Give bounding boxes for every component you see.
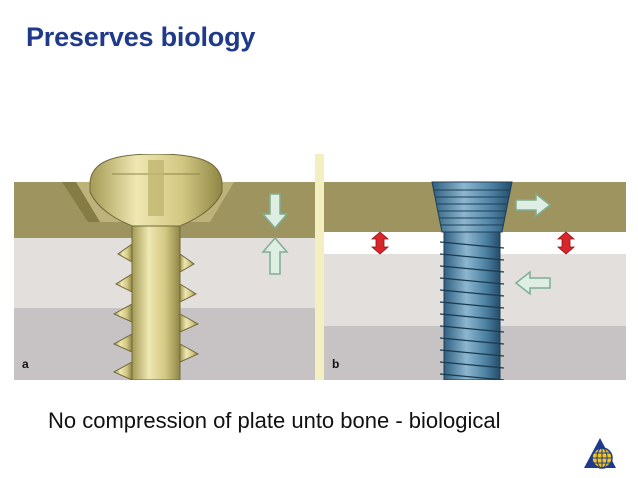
compression-arrows-green — [261, 193, 289, 275]
panel-b: b — [324, 154, 626, 380]
panel-a-label: a — [22, 357, 29, 371]
screw-diagram: a — [14, 154, 626, 380]
screw-shaft-a — [131, 225, 181, 380]
gap-arrows-red — [370, 231, 576, 255]
screw-threads-a — [112, 243, 200, 380]
panel-b-label: b — [332, 357, 339, 371]
locking-screw-head-b — [431, 181, 513, 233]
slide-caption: No compression of plate unto bone - biol… — [48, 408, 501, 433]
ao-globe-logo-icon — [584, 438, 616, 469]
force-arrows-green — [514, 192, 552, 296]
shaft-threads-b — [439, 241, 505, 380]
head-threads-b — [434, 189, 510, 226]
panel-a: a — [14, 154, 315, 380]
slide-title: Preserves biology — [26, 22, 256, 52]
panel-divider — [315, 154, 324, 380]
locking-screw-shaft-b — [443, 231, 501, 380]
